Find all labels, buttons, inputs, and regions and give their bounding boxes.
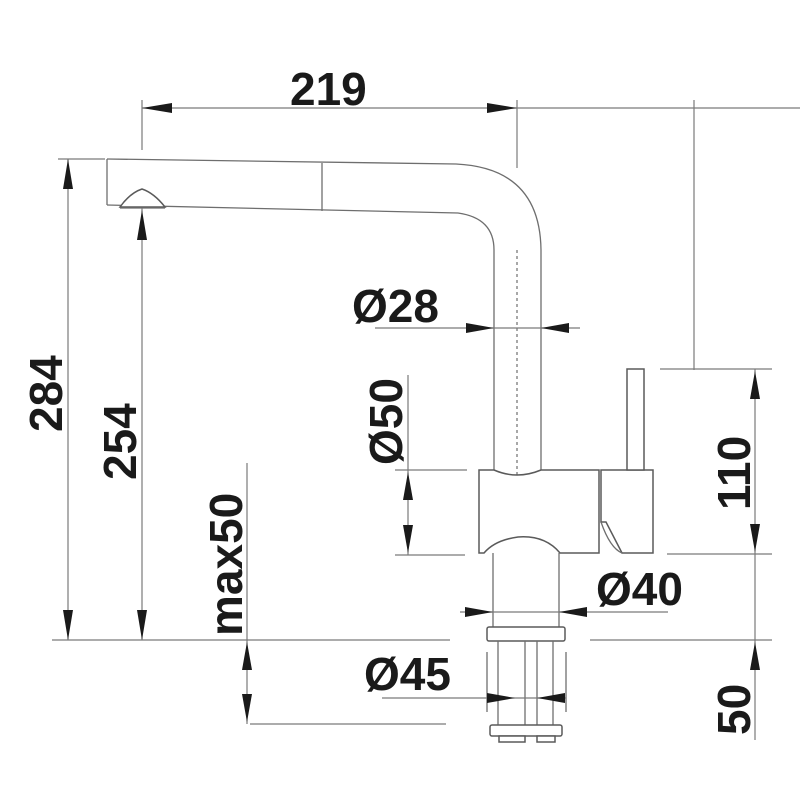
arrow-icon bbox=[750, 371, 760, 399]
arrow-icon bbox=[487, 693, 515, 703]
arrow-icon bbox=[541, 323, 569, 333]
dimension-lever-height: 110 bbox=[660, 368, 772, 740]
mounting-nut bbox=[489, 724, 563, 737]
dimension-body-height: Ø50 bbox=[360, 375, 467, 556]
dimension-spout-height: 254 bbox=[94, 208, 147, 640]
arrow-icon bbox=[142, 103, 172, 113]
dimension-hole-diameter: Ø45 bbox=[364, 648, 566, 703]
arrow-icon bbox=[465, 607, 493, 617]
label-lever-height: 110 bbox=[708, 436, 760, 510]
label-overall-height: 284 bbox=[20, 355, 72, 432]
dimension-column-diameter: Ø28 bbox=[352, 280, 580, 333]
label-overall-reach: 219 bbox=[290, 63, 367, 115]
arrow-icon bbox=[403, 472, 413, 500]
arrow-icon bbox=[750, 642, 760, 670]
spout-outer-edge bbox=[106, 158, 542, 470]
base-flange bbox=[486, 626, 566, 642]
lever-handle bbox=[626, 368, 645, 471]
aerator-icon bbox=[118, 188, 167, 208]
arrow-icon bbox=[403, 525, 413, 553]
dimension-shank-length: 50 bbox=[590, 639, 772, 735]
dimension-max-counter: max50 bbox=[200, 463, 252, 724]
label-shank-length: 50 bbox=[708, 684, 760, 735]
arrow-icon bbox=[242, 694, 252, 722]
arrow-icon bbox=[559, 607, 587, 617]
arrow-icon bbox=[537, 693, 565, 703]
label-spout-height: 254 bbox=[94, 403, 146, 480]
label-base-diameter: Ø40 bbox=[596, 563, 683, 615]
label-max-counter: max50 bbox=[200, 493, 252, 636]
arrow-icon bbox=[750, 524, 760, 552]
arrow-icon bbox=[63, 159, 73, 189]
dimension-base-diameter: Ø40 bbox=[460, 563, 683, 617]
arrow-icon bbox=[487, 103, 517, 113]
faucet-body bbox=[478, 469, 600, 554]
arrow-icon bbox=[63, 610, 73, 640]
label-column-diameter: Ø28 bbox=[352, 280, 439, 332]
arrow-icon bbox=[242, 642, 252, 670]
dimension-overall-reach: 219 bbox=[141, 63, 800, 370]
label-body-height: Ø50 bbox=[360, 378, 412, 465]
label-hole-diameter: Ø45 bbox=[364, 648, 451, 700]
dimension-overall-height: 284 bbox=[20, 158, 105, 640]
faucet-outline bbox=[106, 158, 654, 743]
arrow-icon bbox=[466, 323, 494, 333]
arrow-icon bbox=[137, 210, 147, 240]
spout-inner-edge bbox=[106, 204, 495, 470]
arrow-icon bbox=[137, 610, 147, 640]
